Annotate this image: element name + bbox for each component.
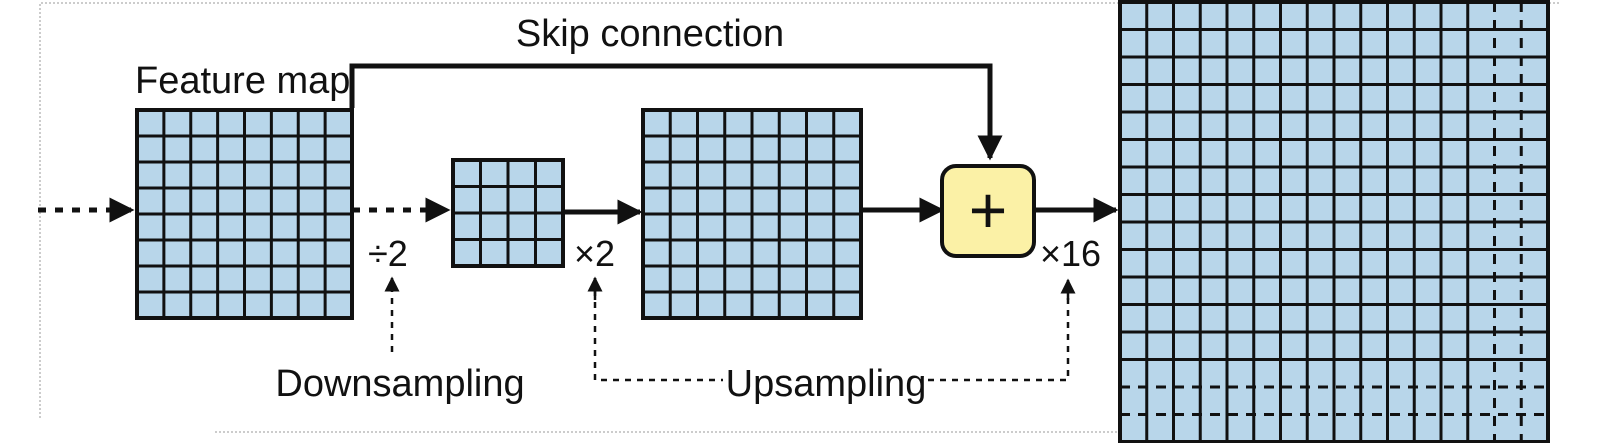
downsampling-label: Downsampling: [275, 363, 524, 405]
downsample-factor-label: ÷2: [368, 233, 408, 274]
add-symbol: +: [969, 173, 1008, 247]
upsample-factor-small-label: ×2: [574, 233, 615, 274]
skip-connection-arrow: [349, 63, 1003, 161]
feature-map-label: Feature map: [135, 60, 350, 102]
upsampling-label: Upsampling: [726, 363, 927, 405]
upsample-factor-large-label: ×16: [1040, 233, 1101, 274]
downsampled-grid: [451, 158, 565, 268]
upsampling-bracket: [593, 278, 1070, 382]
figure-frame: [39, 2, 1560, 433]
add-node: +: [940, 164, 1036, 258]
upsampled-grid: [641, 108, 863, 320]
output-grid: [1118, 0, 1550, 443]
feature-map-grid: [135, 108, 354, 320]
skip-connection-label: Skip connection: [516, 13, 784, 55]
